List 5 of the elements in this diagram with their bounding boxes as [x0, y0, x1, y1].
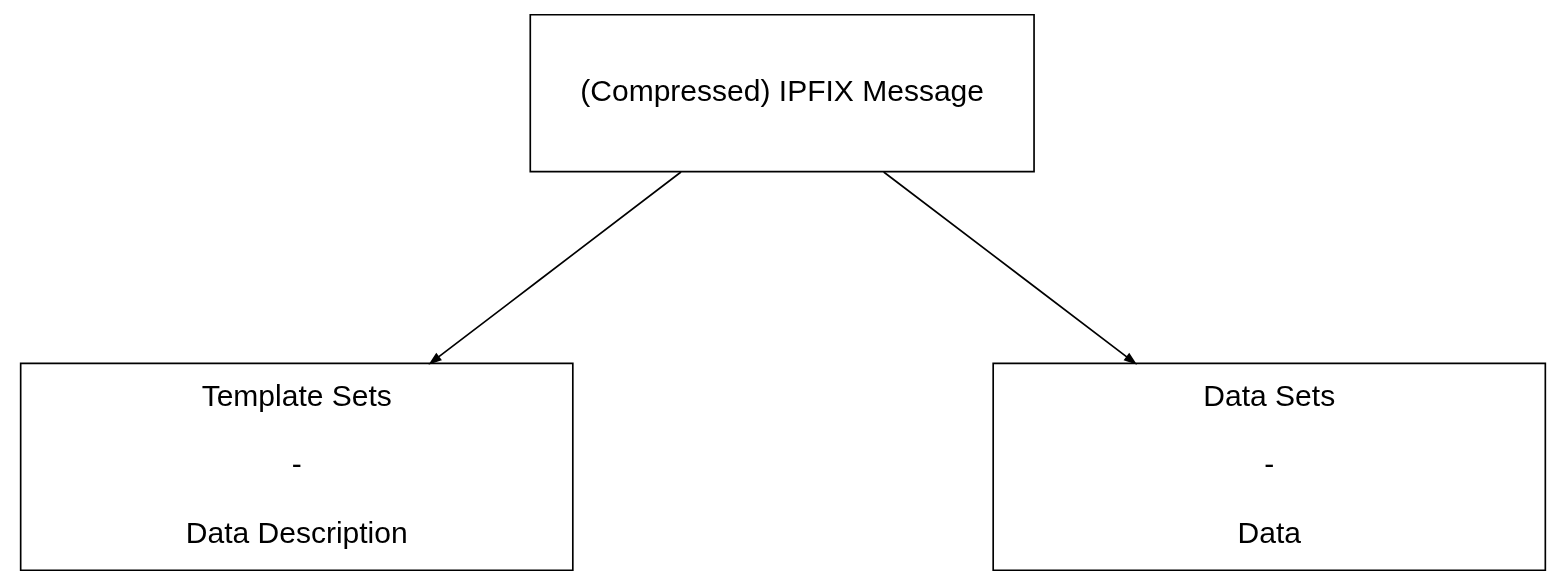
arrow — [882, 171, 1138, 365]
node-box: (Compressed) IPFIX Message — [529, 13, 1035, 173]
arrow — [428, 171, 682, 365]
node-box: Data Sets - Data — [992, 362, 1547, 572]
node-box: Template Sets - Data Description — [19, 362, 574, 572]
